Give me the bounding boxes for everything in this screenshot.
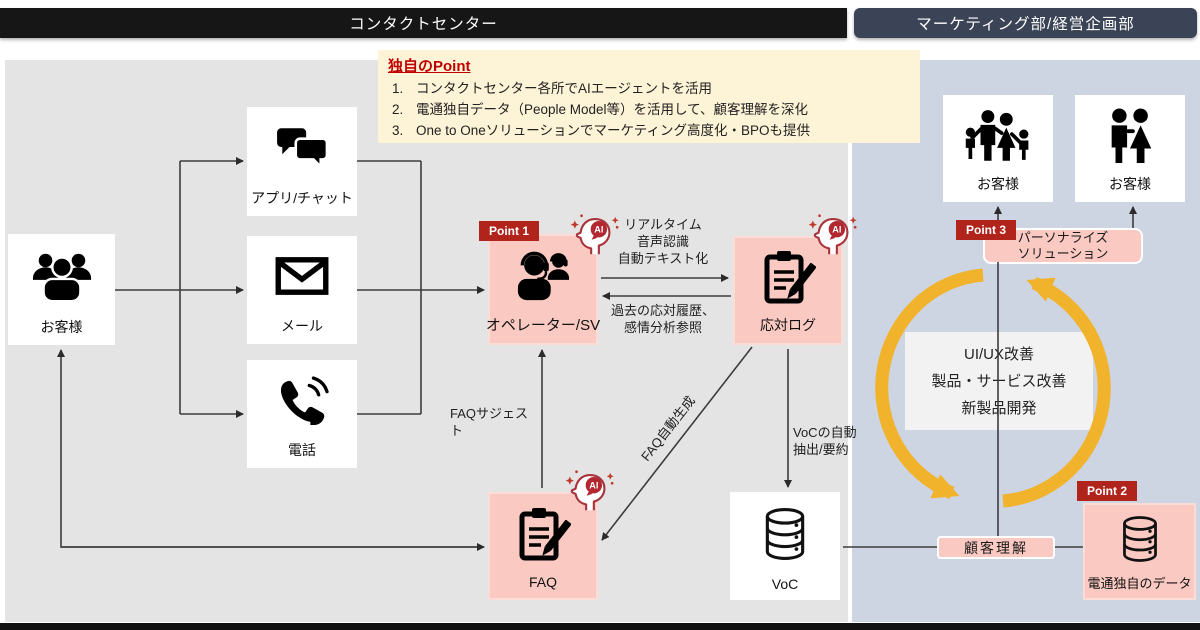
node-customer-family: お客様 — [943, 95, 1053, 202]
point1-badge: Point 1 — [479, 221, 540, 241]
ai-head-icon: AI — [565, 468, 615, 517]
node-dentsu-data: 電通独自のデータ — [1083, 503, 1196, 600]
note-item: 1. コンタクトセンター各所でAIエージェントを活用 — [388, 78, 910, 99]
envelope-icon — [247, 236, 357, 316]
unique-points-note: 独自のPoint 1. コンタクトセンター各所でAIエージェントを活用 2. 電… — [378, 50, 920, 143]
node-voc: VoC — [730, 492, 840, 600]
edge-label-faq-suggest: FAQサジェスト — [450, 406, 529, 438]
note-item-text: 電通独自データ（People Model等）を活用して、顧客理解を深化 — [416, 102, 808, 117]
note-item-number: 2. — [392, 102, 404, 117]
node-operator-label: オペレーター/SV — [485, 317, 601, 334]
clipboard-pencil-icon — [735, 238, 841, 315]
database-icon — [1085, 505, 1194, 573]
node-mail: メール — [247, 236, 357, 344]
node-voc-label: VoC — [771, 576, 799, 592]
node-customer-couple: お客様 — [1075, 95, 1185, 202]
node-faq: FAQ — [488, 492, 598, 600]
node-app-chat: アプリ/チャット — [247, 107, 357, 216]
node-response-log-label: 応対ログ — [760, 317, 816, 333]
phone-icon — [247, 360, 357, 440]
cycle-line: 製品・サービス改善 — [931, 372, 1067, 390]
note-item: 3. One to Oneソリューションでマーケティング高度化・BPOも提供 — [388, 120, 910, 141]
header-marketing-dept-label: マーケティング部/経営企画部 — [916, 16, 1135, 33]
node-customer-couple-label: お客様 — [1109, 176, 1151, 192]
bottom-bar — [0, 623, 1200, 630]
note-item-text: コンタクトセンター各所でAIエージェントを活用 — [416, 81, 712, 96]
chat-bubbles-icon — [247, 107, 357, 188]
header-contact-center: コンタクトセンター — [0, 8, 847, 38]
header-marketing-dept: マーケティング部/経営企画部 — [854, 8, 1197, 38]
node-response-log: 応対ログ — [733, 236, 843, 345]
node-app-chat-label: アプリ/チャット — [251, 190, 353, 206]
ai-label: AI — [589, 481, 598, 491]
edge-label-history: 過去の応対履歴、 感情分析参照 — [610, 303, 715, 335]
node-mail-label: メール — [281, 318, 323, 334]
node-phone-label: 電話 — [288, 442, 316, 458]
note-title: 独自のPoint — [388, 58, 471, 75]
edge-label-realtime: リアルタイム 音声認識 自動テキスト化 — [617, 217, 709, 266]
node-customer-understanding: 顧客理解 — [937, 536, 1055, 559]
edge-label-voc-extract: VoCの自動 抽出/要約 — [793, 425, 857, 457]
ai-label: AI — [594, 225, 603, 235]
cycle-line: 新製品開発 — [961, 399, 1037, 417]
family-icon — [943, 95, 1053, 174]
database-icon — [730, 492, 840, 576]
point3-badge: Point 3 — [956, 220, 1017, 240]
node-phone: 電話 — [247, 360, 357, 468]
point2-badge: Point 2 — [1077, 481, 1138, 501]
node-customer: お客様 — [8, 234, 115, 345]
note-item-text: One to Oneソリューションでマーケティング高度化・BPOも提供 — [416, 123, 810, 138]
ai-head-icon: AI — [808, 212, 858, 261]
personalize-line: パーソナライズ — [1017, 230, 1109, 245]
operator-headset-icon — [490, 236, 596, 314]
contact-center-region — [5, 60, 848, 622]
ai-head-icon: AI — [570, 212, 620, 261]
personalize-line: ソリューション — [1017, 246, 1109, 261]
cycle-line: UI/UX改善 — [963, 345, 1034, 363]
node-customer-family-label: お客様 — [977, 176, 1019, 192]
customer-understanding-label: 顧客理解 — [964, 539, 1028, 556]
header-contact-center-label: コンタクトセンター — [349, 16, 498, 33]
note-item: 2. 電通独自データ（People Model等）を活用して、顧客理解を深化 — [388, 99, 910, 120]
improvement-cycle-box: UI/UX改善 製品・サービス改善 新製品開発 — [905, 332, 1093, 430]
ai-label: AI — [832, 225, 841, 235]
note-item-number: 1. — [392, 81, 404, 96]
node-personalize-solution: パーソナライズ ソリューション — [983, 228, 1143, 264]
node-dentsu-data-label: 電通独自のデータ — [1087, 576, 1192, 591]
node-operator: オペレーター/SV — [485, 234, 601, 345]
people-group-icon — [8, 234, 115, 317]
clipboard-pencil-icon — [490, 494, 596, 574]
couple-icon — [1075, 95, 1185, 174]
node-faq-label: FAQ — [528, 574, 557, 590]
note-item-number: 3. — [392, 123, 404, 138]
node-customer-label: お客様 — [40, 319, 83, 335]
